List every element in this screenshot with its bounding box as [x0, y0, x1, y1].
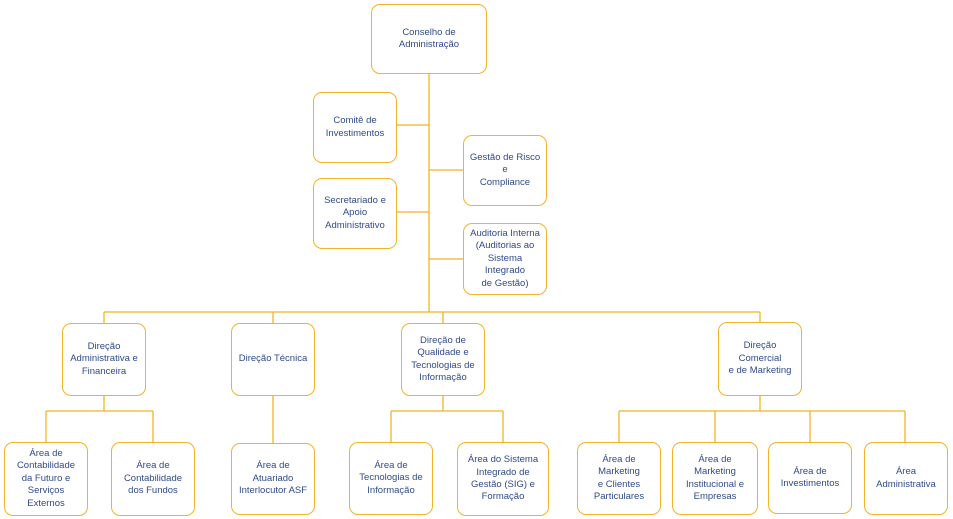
node-area-administrativa: Área Administrativa	[864, 442, 948, 515]
node-area-marketing-institucional: Área de Marketing Institucional e Empres…	[672, 442, 758, 515]
node-direcao-tecnica: Direção Técnica	[231, 323, 315, 396]
node-area-tecnologias-informacao: Área de Tecnologias de Informação	[349, 442, 433, 515]
node-area-contabilidade-fundos: Área de Contabilidade dos Fundos	[111, 442, 195, 516]
node-direcao-qualidade-ti: Direção de Qualidade e Tecnologias de In…	[401, 323, 485, 396]
node-auditoria-interna: Auditoria Interna (Auditorias ao Sistema…	[463, 223, 547, 295]
node-direcao-administrativa-financeira: Direção Administrativa e Financeira	[62, 323, 146, 396]
node-area-atuariado: Área de Atuariado Interlocutor ASF	[231, 443, 315, 515]
node-area-investimentos: Área de Investimentos	[768, 442, 852, 514]
node-comite-investimentos: Comitê de Investimentos	[313, 92, 397, 163]
node-area-marketing-particulares: Área de Marketing e Clientes Particulare…	[577, 442, 661, 515]
node-conselho-administracao: Conselho de Administração	[371, 4, 487, 74]
node-secretariado-apoio: Secretariado e Apoio Administrativo	[313, 178, 397, 249]
node-gestao-risco-compliance: Gestão de Risco e Compliance	[463, 135, 547, 206]
node-direcao-comercial-marketing: Direção Comercial e de Marketing	[718, 322, 802, 396]
node-area-contabilidade-futuro: Área de Contabilidade da Futuro e Serviç…	[4, 442, 88, 516]
node-area-sistema-integrado-gestao: Área do Sistema Integrado de Gestão (SIG…	[457, 442, 549, 516]
